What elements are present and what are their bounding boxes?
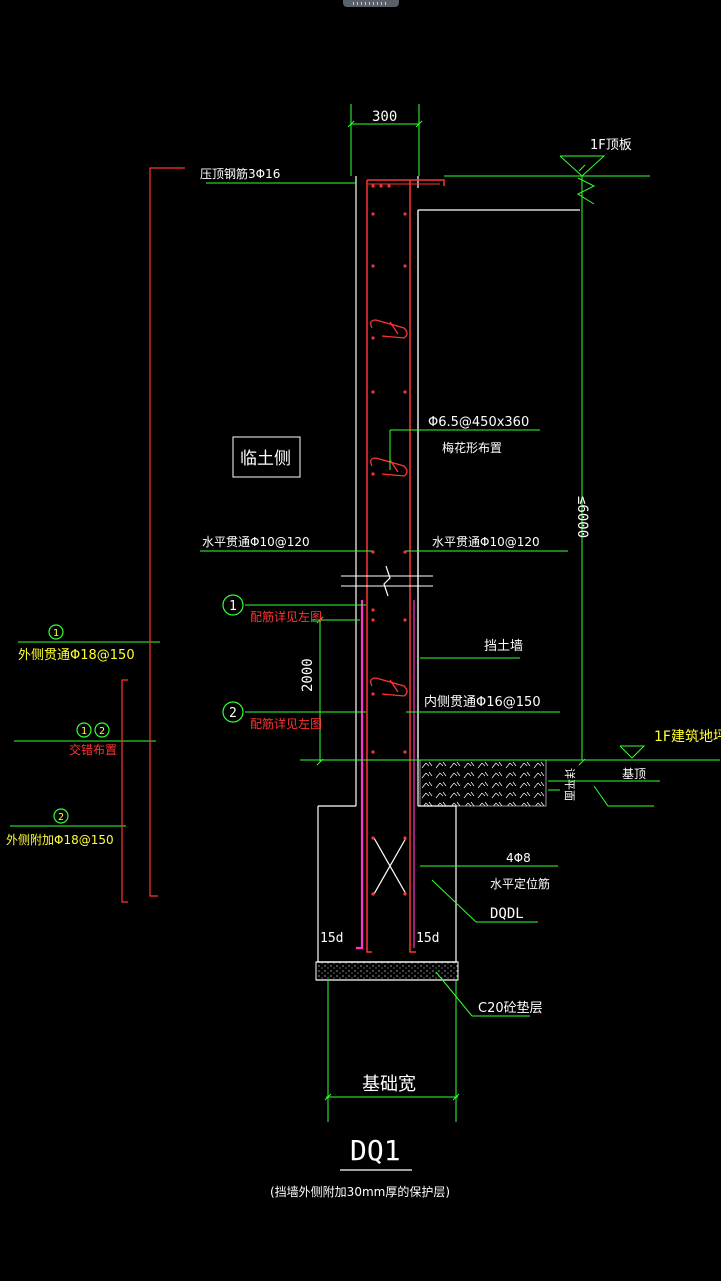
tie-bar-label: Φ6.5@450x360 xyxy=(428,415,529,430)
height-limit-label: ≤6000 xyxy=(574,496,590,538)
soil-side-box xyxy=(232,436,301,478)
dim-2000-label: 2000 xyxy=(300,658,316,692)
outer-add-marker-text: 2 xyxy=(58,812,64,823)
elevation-note-label: 详平面 xyxy=(563,768,577,801)
wall-thickness-label: 300 xyxy=(372,109,397,125)
marker-1-text: 1 xyxy=(229,599,237,614)
base-top-label: 基顶 xyxy=(622,767,646,781)
drawing-subtitle: (挡墙外侧附加30mm厚的保护层) xyxy=(270,1184,450,1199)
tie-layout-label: 梅花形布置 xyxy=(442,440,502,455)
ground-hatch xyxy=(419,759,547,807)
rebar-cage xyxy=(356,179,445,953)
cushion-label: C20砼垫层 xyxy=(478,1000,543,1016)
see-left-2-label: 配筋详见左图 xyxy=(250,716,322,731)
see-left-1-label: 配筋详见左图 xyxy=(250,609,322,624)
dqdl-label: DQDL xyxy=(490,906,524,922)
positioning-count-label: 4Φ8 xyxy=(506,851,531,865)
horizontal-bar-left-label: 水平贯通Φ10@120 xyxy=(202,535,310,549)
drag-handle-icon[interactable] xyxy=(343,0,399,7)
positioning-bar-label: 水平定位筋 xyxy=(490,876,550,891)
stagger-label: 交错布置 xyxy=(69,742,117,757)
break-line xyxy=(341,565,433,597)
drawing-title: DQ1 xyxy=(350,1134,401,1167)
top-slab-label: 1F顶板 xyxy=(590,138,632,153)
marker-2-text: 2 xyxy=(229,706,237,721)
stagger-marker-b: 2 xyxy=(99,726,105,737)
range-brackets xyxy=(121,167,185,903)
foundation-width-label: 基础宽 xyxy=(362,1074,416,1095)
anchor-left-label: 15d xyxy=(320,931,343,946)
floor-level-label: 1F建筑地坪 xyxy=(654,729,721,745)
circle-markers xyxy=(48,594,244,824)
inner-through-label: 内侧贯通Φ16@150 xyxy=(424,694,541,710)
rebar-dots xyxy=(371,184,407,896)
wall-outline xyxy=(316,176,580,981)
outer-through-marker-text: 1 xyxy=(53,628,59,639)
stagger-marker-a: 1 xyxy=(81,726,87,737)
tie-hooks xyxy=(370,319,408,697)
outer-add-label: 外侧附加Φ18@150 xyxy=(6,833,114,847)
anchor-right-label: 15d xyxy=(416,931,439,946)
outer-through-label: 外侧贯通Φ18@150 xyxy=(18,648,135,663)
soil-side-label: 临土侧 xyxy=(240,449,291,469)
cushion-layer xyxy=(315,961,459,981)
horizontal-bar-right-label: 水平贯通Φ10@120 xyxy=(432,535,540,549)
top-bar-label: 压顶钢筋3Φ16 xyxy=(200,166,280,181)
retaining-wall-label: 挡土墙 xyxy=(484,639,523,654)
dimension-lines xyxy=(10,104,720,1122)
